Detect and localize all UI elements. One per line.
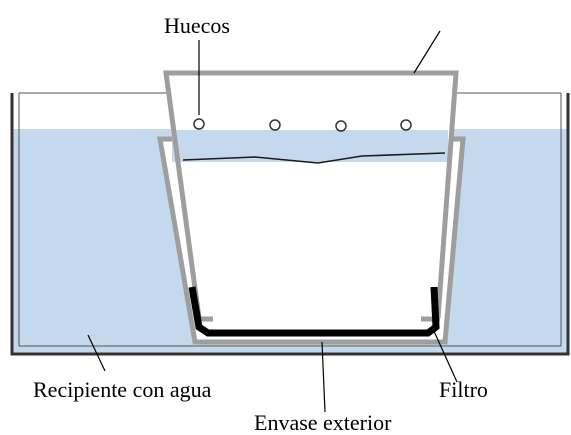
inner-water-band — [172, 130, 448, 162]
hole — [269, 119, 281, 131]
outer-container-label: Envase exterior — [254, 410, 392, 435]
hole — [335, 120, 347, 132]
inner-water-surface — [182, 152, 446, 164]
filter — [188, 286, 440, 337]
water-container-label: Recipiente con agua — [33, 377, 212, 402]
top-right-leader — [413, 30, 441, 74]
filter-label: Filtro — [439, 377, 488, 402]
holes-label: Huecos — [164, 13, 230, 38]
inner-container-fill — [166, 73, 456, 323]
hole — [193, 118, 205, 130]
outer-container-leader — [321, 341, 326, 413]
hole — [400, 119, 412, 131]
water-container-leader — [87, 334, 106, 372]
inner-container — [163, 70, 459, 319]
filter-leader — [432, 328, 458, 383]
tank-walls — [10, 93, 570, 356]
